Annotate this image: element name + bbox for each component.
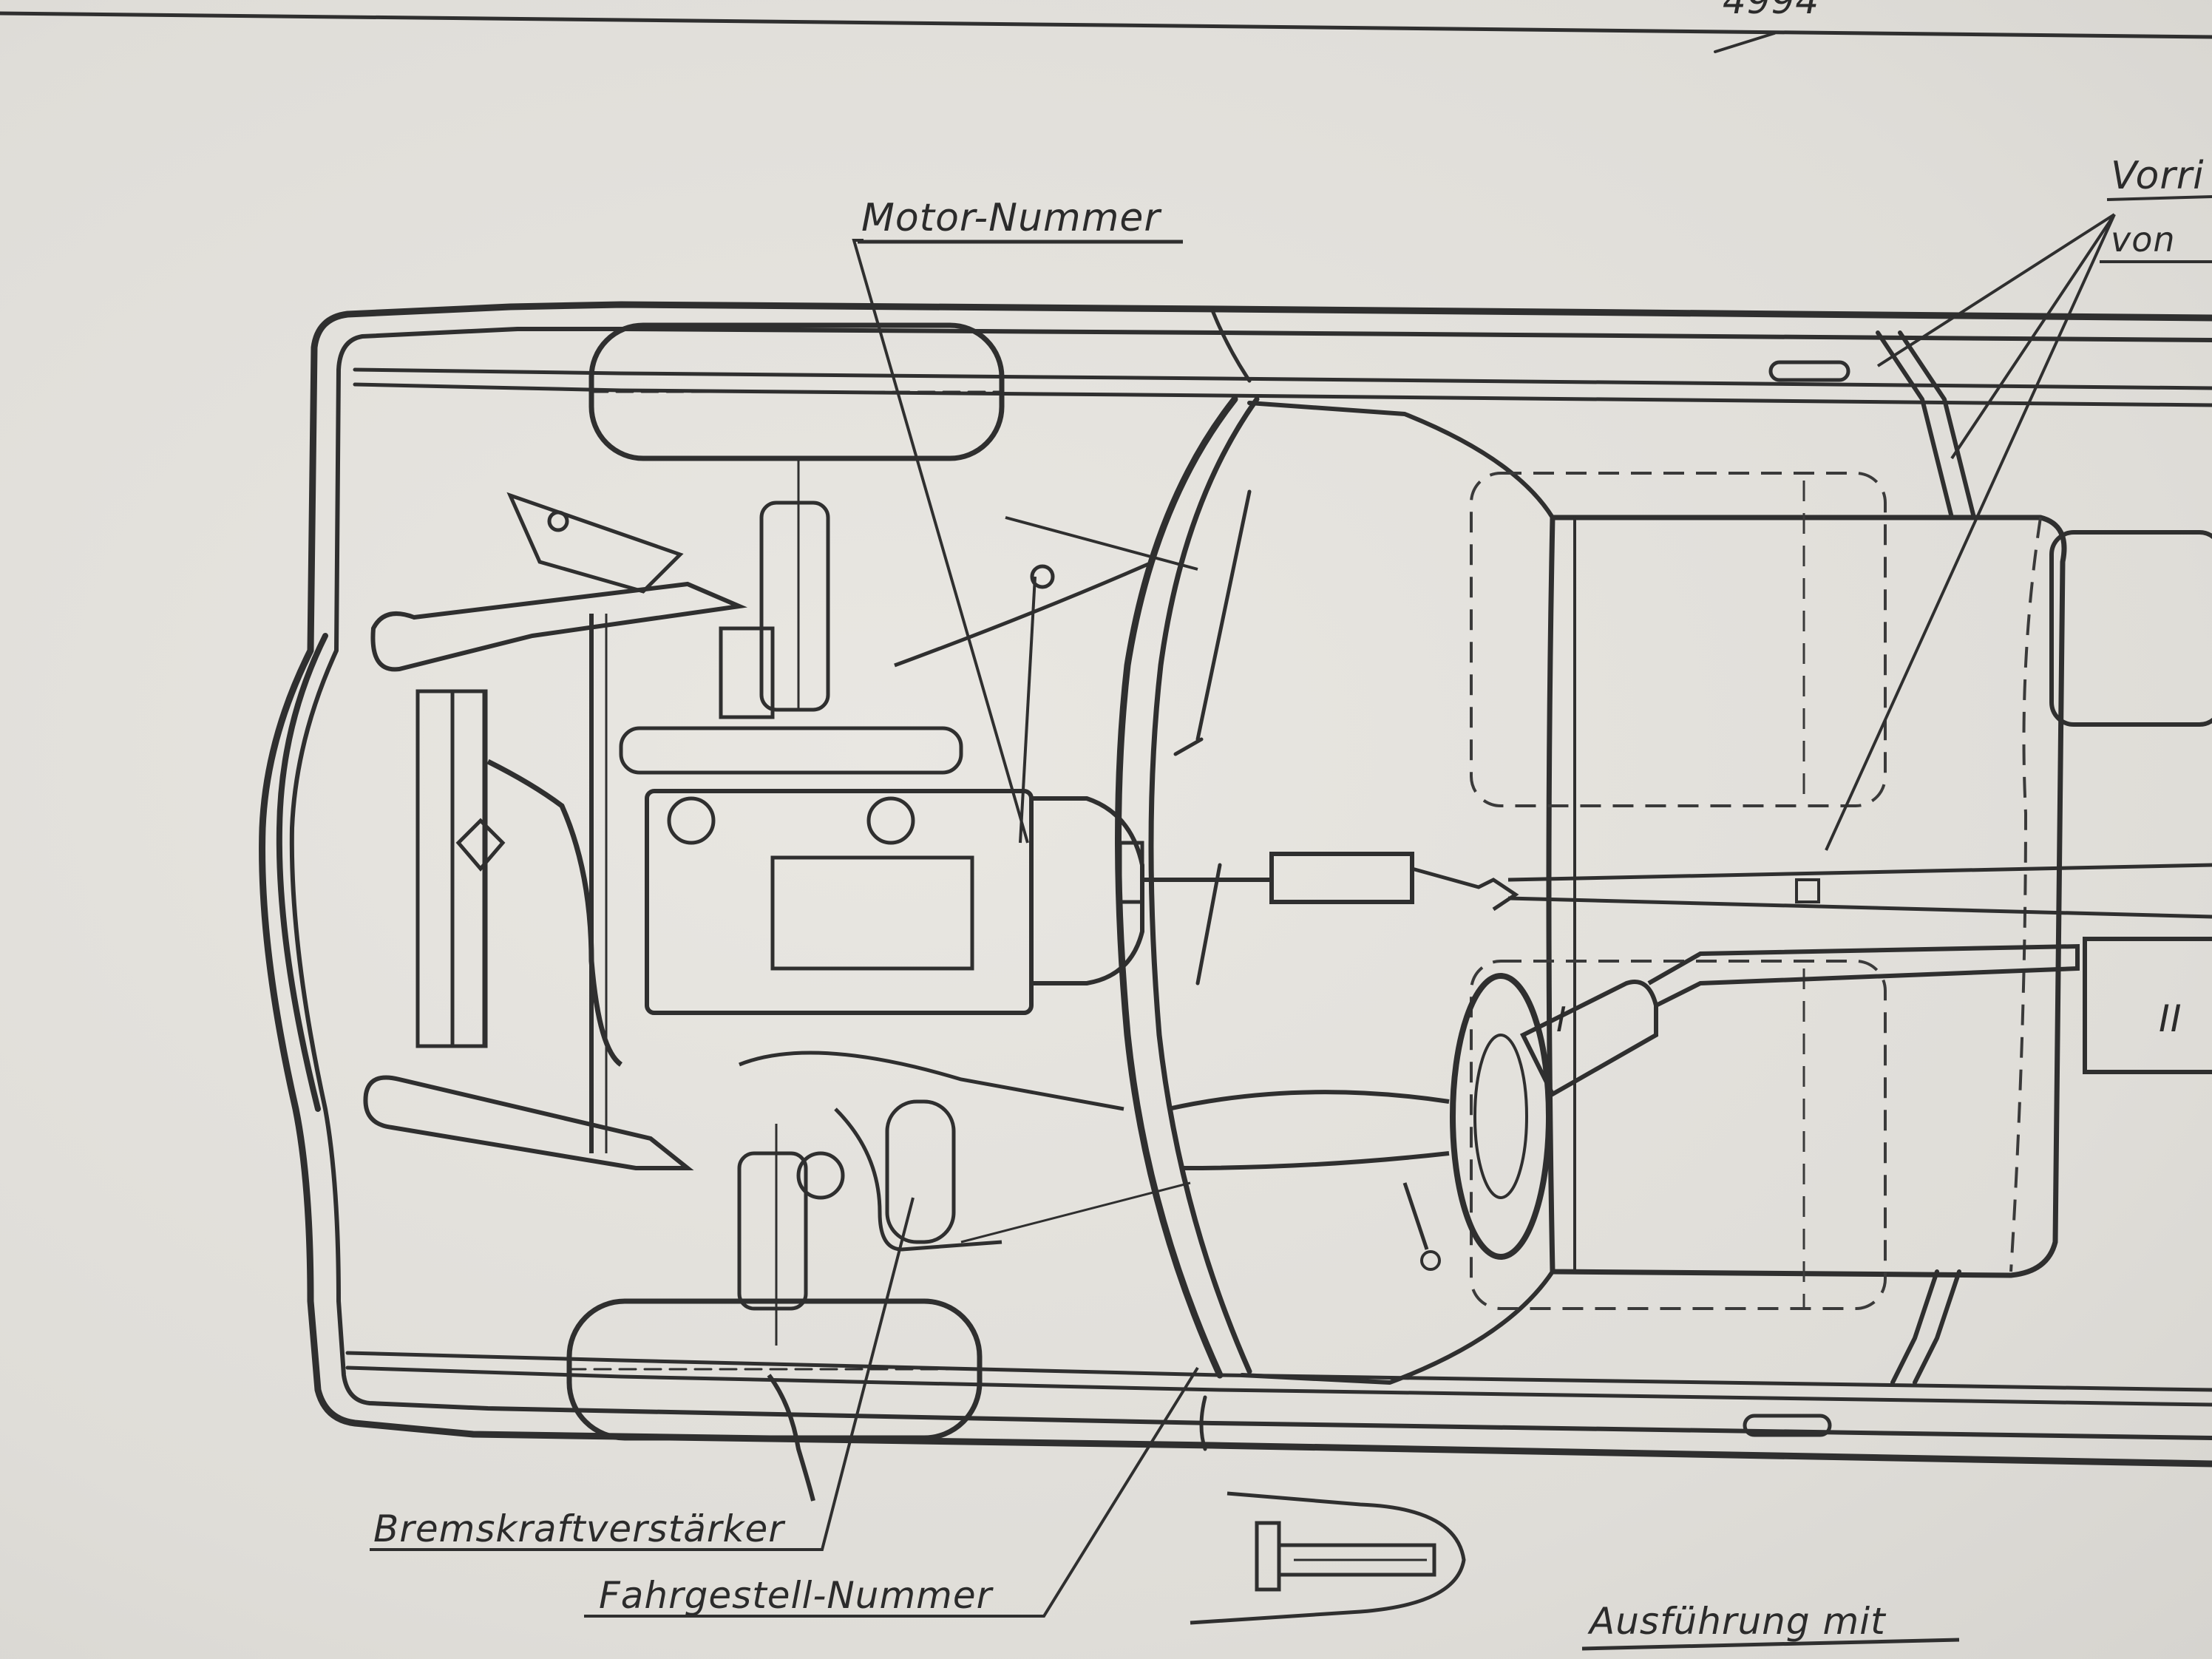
label-roman-one: I [1556,1000,1567,1039]
leader-lines [370,195,2212,1651]
label-ausfuehrung: Ausführung mit [1587,1600,1887,1643]
windscreen-frame [1115,396,1555,1385]
front-wheel-top [588,322,1005,461]
label-roman-two: II [2159,997,2182,1040]
front-wheel-bottom [566,1298,983,1441]
header-mark [1714,32,1776,53]
car-body-outline [259,301,2212,1468]
drivetrain [1142,852,2212,1271]
label-von: von [2111,220,2176,259]
label-vorri: Vorri [2111,154,2205,198]
label-motor-nummer: Motor-Nummer [861,196,1162,240]
passenger-cabin [1199,308,2212,1451]
engine-assembly [363,458,1198,1502]
header-rule [0,11,2212,39]
inset-variant-detail [1190,1491,1466,1625]
label-fahrgestell-nummer: Fahrgestell-Nummer [599,1574,994,1617]
label-bremskraftverstaerker: Bremskraftverstärker [373,1507,786,1550]
header-number: 4994 [1723,0,1819,22]
